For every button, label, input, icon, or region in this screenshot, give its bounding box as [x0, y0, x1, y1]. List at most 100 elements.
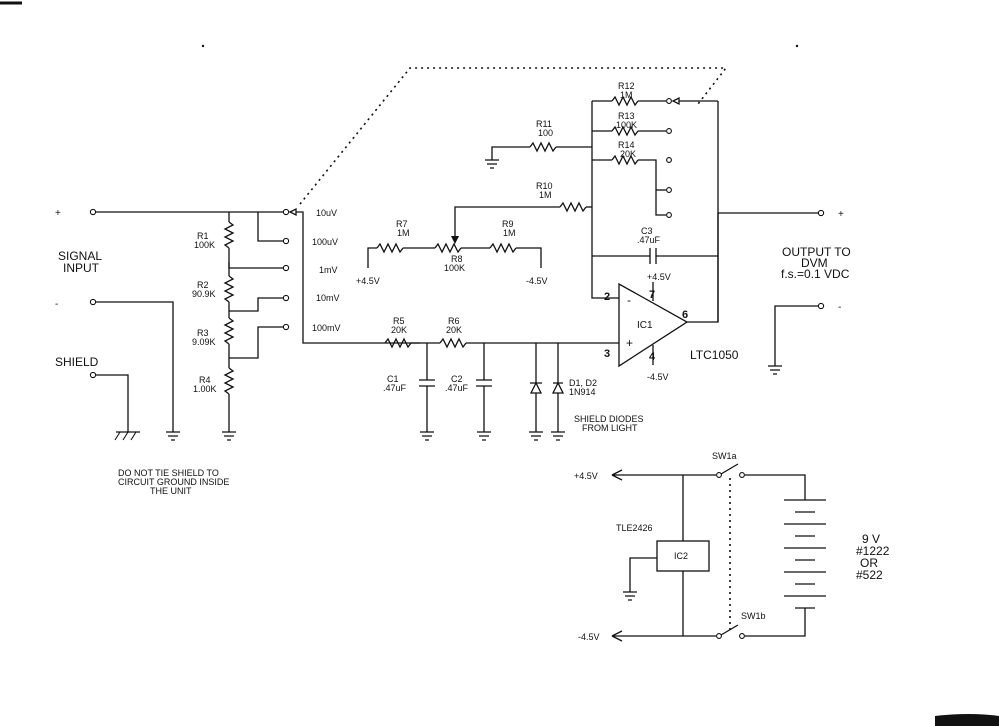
r2-value: 90.9K — [192, 289, 216, 299]
output-minus-label: - — [838, 302, 841, 313]
feedback-contact-1 — [666, 98, 672, 104]
ic2-part-number: TLE2426 — [616, 523, 653, 533]
sw1a-contact-right — [739, 472, 745, 478]
sw1a-contact-left — [716, 472, 722, 478]
ground-symbol — [551, 431, 565, 441]
range-contact-100uv — [282, 237, 290, 245]
input-plus-label: + — [55, 208, 61, 219]
sw1b-contact-right — [739, 633, 745, 639]
ic2-name: IC2 — [674, 551, 688, 561]
shield-note-line1: DO NOT TIE SHIELD TO — [118, 468, 219, 478]
potentiometer-wiper-arrow — [451, 236, 459, 244]
negative-rail-label: -4.5V — [578, 632, 600, 642]
opamp-triangle-symbol — [618, 282, 689, 368]
r4-name: R4 — [199, 375, 211, 385]
offset-neg-supply: -4.5V — [526, 276, 548, 286]
r1-value: 100K — [194, 240, 215, 250]
resistor-r3-symbol — [223, 317, 235, 345]
r3-name: R3 — [197, 328, 209, 338]
capacitor-c2-symbol — [476, 343, 492, 432]
range-contact-1mv — [282, 264, 290, 272]
c1-name: C1 — [387, 374, 399, 384]
range-label-100uv: 100uV — [312, 237, 338, 247]
ground-symbol — [222, 431, 236, 441]
feedback-contact-2 — [666, 128, 672, 134]
resistor-r1-symbol — [223, 221, 235, 249]
diode-note-line2: FROM LIGHT — [582, 423, 638, 433]
r2-name: R2 — [197, 280, 209, 290]
c2-value: .47uF — [445, 383, 469, 393]
tap-100mv-node — [229, 326, 283, 359]
capacitor-c1-symbol — [419, 343, 435, 432]
diodes-name: D1, D2 — [569, 378, 597, 388]
ground-symbol — [166, 431, 180, 441]
r13-name: R13 — [618, 111, 635, 121]
ground-symbol — [477, 431, 491, 441]
resistor-r9-symbol — [489, 242, 517, 254]
r4-value: 1.00K — [193, 384, 217, 394]
tap-10mv — [229, 297, 283, 312]
positive-rail-arrow — [611, 469, 716, 481]
diode-note-line1: SHIELD DIODES — [574, 414, 644, 424]
tap-1mv — [228, 262, 283, 269]
ground-symbol — [485, 159, 499, 169]
shield-label: SHIELD — [55, 355, 99, 369]
opamp-pin-2: 2 — [604, 291, 610, 303]
opamp-neg-supply: -4.5V — [647, 372, 669, 382]
potentiometer-r8-symbol — [434, 242, 462, 254]
output-minus-wire — [774, 305, 818, 366]
r8-value: 100K — [444, 263, 465, 273]
r10-value: 1M — [539, 190, 552, 200]
output-minus-terminal — [817, 302, 825, 310]
opamp-name: IC1 — [637, 320, 653, 331]
positive-rail-label: +4.5V — [574, 471, 598, 481]
resistor-r7-symbol — [376, 242, 404, 254]
r9-value: 1M — [503, 228, 516, 238]
ganged-switch-linkage — [299, 67, 728, 205]
c2-name: C2 — [451, 374, 463, 384]
output-plus-terminal — [817, 209, 825, 217]
r5-value: 20K — [391, 325, 407, 335]
output-section: + - OUTPUT TO DVM f.s.=0.1 VDC — [718, 209, 851, 375]
resistor-r11-symbol — [529, 141, 557, 153]
r9-name: R9 — [502, 219, 514, 229]
range-label-100mv: 100mV — [312, 323, 341, 333]
output-label-line1: OUTPUT TO — [782, 245, 851, 259]
range-contact-10uv — [282, 208, 290, 216]
input-minus-wire — [96, 301, 174, 432]
battery-label-line2: #1222 — [856, 544, 890, 558]
resistor-r6-symbol — [439, 337, 467, 349]
r12-name: R12 — [618, 81, 635, 91]
sw1a-blade — [720, 463, 739, 475]
diodes-value: 1N914 — [569, 387, 596, 397]
opamp-inverting-sign: - — [627, 293, 631, 307]
output-label-line3: f.s.=0.1 VDC — [781, 267, 850, 281]
diode-d2-symbol — [551, 343, 565, 432]
resistor-r13-symbol — [611, 125, 639, 137]
r3-value: 9.09K — [192, 337, 216, 347]
resistor-r5-symbol — [384, 337, 412, 349]
r10-name: R10 — [536, 181, 553, 191]
ground-symbol — [529, 431, 543, 441]
r13-value: 100K — [616, 120, 637, 130]
opamp-ic1: - + IC1 LTC1050 2 3 7 4 6 +4.5V -4.5V — [604, 213, 739, 382]
resistor-r10-symbol — [559, 201, 587, 213]
input-minus-terminal — [89, 298, 97, 306]
offset-wiper-wire — [454, 206, 560, 238]
r11-value: 100 — [538, 128, 553, 138]
range-contact-10mv — [282, 294, 290, 302]
signal-input-label-line1: SIGNAL — [58, 249, 102, 263]
signal-input-label-line2: INPUT — [63, 261, 100, 275]
input-minus-label: - — [55, 299, 58, 310]
range-label-10uv: 10uV — [316, 208, 337, 218]
capacitor-c3-symbol — [592, 248, 718, 264]
opamp-pin-4: 4 — [649, 351, 656, 363]
power-supply-section: +4.5V -4.5V SW1a SW1b TLE2426 IC2 9 V #1… — [574, 451, 890, 642]
range-contact-100mv — [282, 323, 290, 331]
resistor-r12-symbol — [611, 95, 639, 107]
opamp-pin-7: 7 — [649, 289, 655, 301]
shield-terminal — [89, 371, 97, 379]
tap-100uv — [257, 212, 283, 242]
r7-name: R7 — [396, 219, 408, 229]
